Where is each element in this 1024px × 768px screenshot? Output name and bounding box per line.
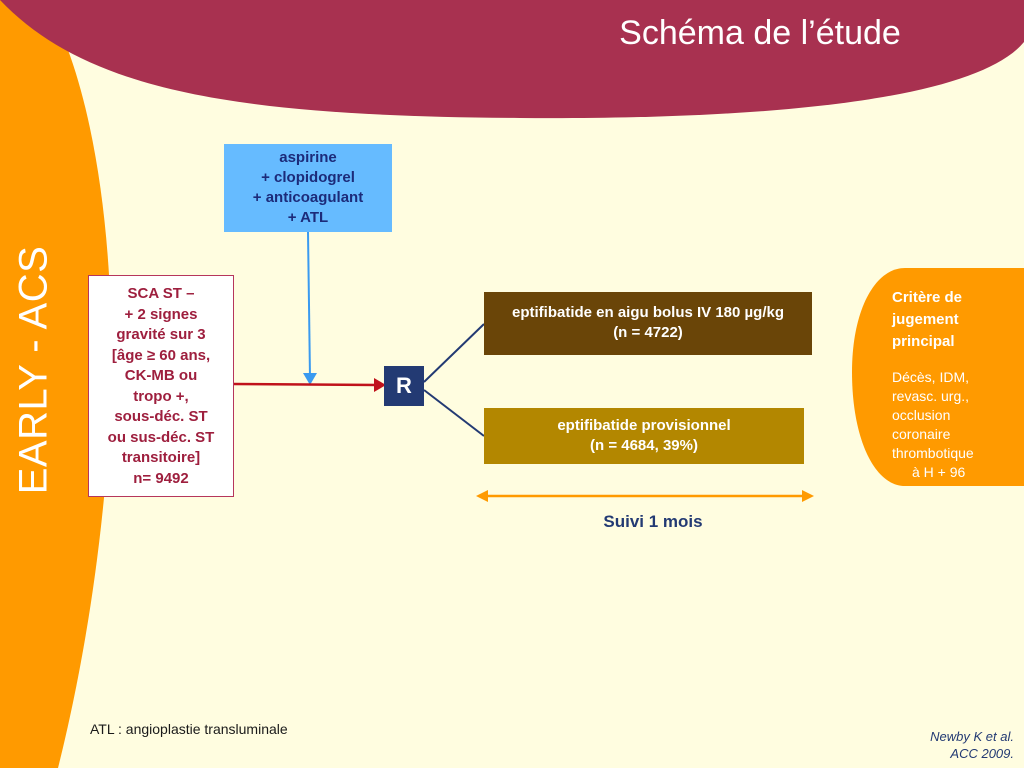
- background-therapy-line: + ATL: [287, 209, 329, 226]
- endpoint-line: à H + 96: [912, 464, 966, 480]
- randomization-box: R: [384, 366, 424, 406]
- side-band: [0, 0, 112, 768]
- population-line: ou sus-déc. ST: [107, 428, 215, 446]
- endpoint-line: occlusion: [892, 407, 951, 423]
- slide-title: Schéma de l’étude: [619, 14, 901, 52]
- endpoint-title-line: jugement: [892, 311, 959, 328]
- aspirin-connector-line: [307, 231, 311, 379]
- arm-line: (n = 4684, 39%): [590, 437, 698, 454]
- background-therapy-line: aspirine: [279, 149, 337, 166]
- main-arrow-line: [233, 382, 379, 387]
- population-box: SCA ST – + 2 signes gravité sur 3 [âge ≥…: [88, 275, 234, 497]
- main-arrow-head: [374, 378, 386, 392]
- endpoint-title: Critère de jugement principal: [892, 287, 1010, 353]
- endpoint-line: Décès, IDM,: [892, 369, 970, 385]
- endpoint-line: revasc. urg.,: [892, 388, 970, 404]
- aspirin-connector-arrowhead: [303, 373, 317, 385]
- followup-arrow-right-head: [802, 490, 814, 502]
- reference-citation: Newby K et al. ACC 2009.: [860, 728, 1014, 762]
- background-therapy-line: + clopidogrel: [261, 169, 355, 186]
- population-line: tropo +,: [133, 387, 189, 405]
- population-line: sous-déc. ST: [114, 408, 208, 425]
- header-band: [0, 0, 1024, 119]
- population-line: SCA ST –: [127, 285, 195, 302]
- population-line: n= 9492: [133, 469, 189, 487]
- reference-line: Newby K et al.: [930, 729, 1014, 744]
- background-therapy-line: + anticoagulant: [252, 189, 364, 206]
- arm-line: eptifibatide provisionnel: [557, 417, 731, 434]
- endpoint-band: [852, 268, 1024, 486]
- endpoint-title-line: principal: [892, 333, 955, 350]
- background-therapy-box: aspirine + clopidogrel + anticoagulant +…: [224, 144, 392, 232]
- population-line: [âge ≥ 60 ans,: [111, 346, 211, 364]
- branch-line-arm1: [423, 323, 485, 383]
- followup-label: Suivi 1 mois: [603, 512, 703, 531]
- endpoint-line: thrombotique: [892, 445, 974, 461]
- population-line: CK-MB ou: [124, 367, 198, 384]
- arm-line: (n = 4722): [613, 324, 683, 341]
- population-line: + 2 signes: [124, 305, 198, 323]
- population-line: transitoire]: [121, 449, 201, 466]
- arm-provisional-eptifibatide-box: eptifibatide provisionnel (n = 4684, 39%…: [484, 408, 804, 464]
- endpoint-title-line: Critère de: [892, 289, 963, 306]
- reference-line: ACC 2009.: [950, 746, 1014, 761]
- endpoint-description: Décès, IDM, revasc. urg., occlusion coro…: [892, 368, 1018, 482]
- endpoint-line: coronaire: [892, 426, 951, 442]
- population-line: gravité sur 3: [116, 326, 206, 343]
- followup-arrow-left-head: [476, 490, 488, 502]
- branch-line-arm2: [423, 389, 485, 437]
- arm-line: eptifibatide en aigu bolus IV 180 µg/kg: [511, 304, 785, 321]
- side-title: EARLY - ACS: [11, 245, 56, 495]
- abbreviation-footnote: ATL : angioplastie transluminale: [90, 721, 288, 737]
- arm-early-eptifibatide-box: eptifibatide en aigu bolus IV 180 µg/kg …: [484, 292, 812, 355]
